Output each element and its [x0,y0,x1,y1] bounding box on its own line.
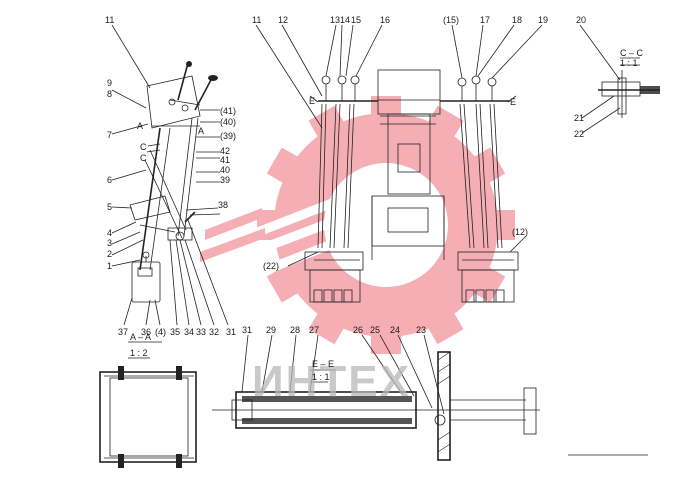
view-mark-e-right: E [510,97,516,107]
callout-39-paren: (39) [220,131,236,141]
callout-32: 32 [209,327,219,337]
callout-4-paren: (4) [155,327,166,337]
callout-18: 18 [512,15,522,25]
view-mark-a-left: A [137,121,143,131]
callout-16: 16 [380,15,390,25]
left-leader-lines [111,24,229,326]
watermark-text: ИНТЕХ [252,357,411,406]
callout-1: 1 [107,261,112,271]
callout-23: 23 [416,325,426,335]
callout-26: 26 [353,325,363,335]
gear-logo-watermark [200,96,515,354]
section-aa-scale: 1 : 2 [130,348,148,358]
callout-24: 24 [390,325,400,335]
callout-9: 9 [107,78,112,88]
callout-13: 13 [330,15,340,25]
section-aa-detail [99,341,197,468]
callout-33: 33 [196,327,206,337]
callout-31-left: 31 [226,327,236,337]
callout-15-paren: (15) [443,15,459,25]
section-cc-scale: 1 : 1 [620,58,638,68]
section-cc-detail [579,24,660,134]
left-linkage-assembly [129,61,221,303]
section-cc-title: C – C [620,48,644,58]
callout-25: 25 [370,325,380,335]
callout-6: 6 [107,175,112,185]
callout-11-left: 11 [105,15,114,25]
callout-40-paren: (40) [220,117,236,127]
callout-20: 20 [576,15,586,25]
section-titles: C – C 1 : 1 A – A 1 : 2 E – E 1 : 1 [130,48,644,382]
callout-37: 37 [118,327,128,337]
callout-22-paren: (22) [263,261,279,271]
view-mark-a-right: A [198,126,204,136]
callout-40: 40 [220,165,230,175]
callout-36: 36 [141,327,151,337]
callout-5: 5 [107,202,112,212]
section-ee-detail [212,334,648,461]
callout-14: 14 [340,15,350,25]
callout-12: 12 [278,15,288,25]
callout-3: 3 [107,238,112,248]
callout-21: 21 [574,113,584,123]
callout-4: 4 [107,228,112,238]
callout-38: 38 [218,200,228,210]
view-mark-c-bottom: C [140,153,147,163]
callout-8: 8 [107,89,112,99]
callout-15: 15 [351,15,361,25]
callout-19: 19 [538,15,548,25]
callout-2: 2 [107,249,112,259]
center-leader-lines [255,24,543,267]
callout-31-center: 31 [242,325,252,335]
view-mark-e-left: E [309,96,315,106]
callout-17: 17 [480,15,490,25]
callout-27: 27 [309,325,319,335]
callout-35: 35 [170,327,180,337]
view-mark-c-top: C [140,142,147,152]
section-aa-title: A – A [130,332,151,342]
callout-39: 39 [220,175,230,185]
callout-7: 7 [107,130,112,140]
callout-12-paren: (12) [512,227,528,237]
callout-29: 29 [266,325,276,335]
callout-22: 22 [574,129,584,139]
callout-34: 34 [184,327,194,337]
callout-11-center: 11 [252,15,261,25]
callout-28: 28 [290,325,300,335]
callout-41-paren: (41) [220,106,236,116]
callout-42: 42 [220,146,230,156]
center-valve-assembly [304,69,519,303]
section-ee-title: E – E [312,359,334,369]
callout-41: 41 [220,155,230,165]
section-ee-scale: 1 : 1 [312,372,330,382]
callout-labels: 11 9 8 7 6 5 4 3 2 1 A A C C (41) (40) (… [105,15,586,337]
